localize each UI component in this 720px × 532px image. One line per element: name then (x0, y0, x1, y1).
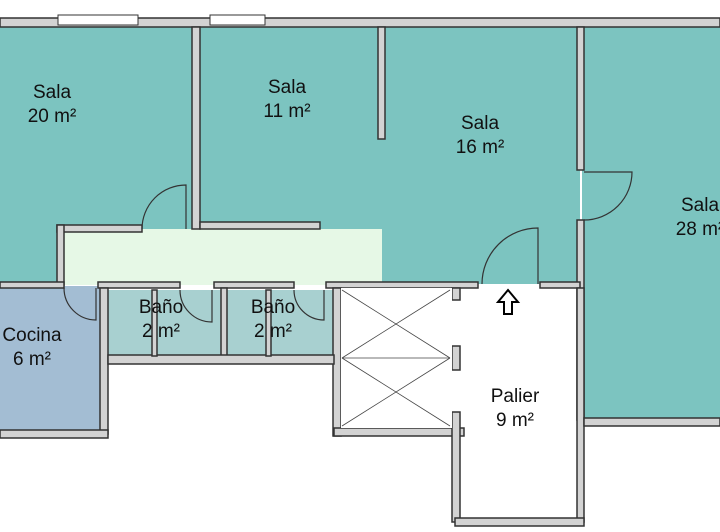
room-area: 28 m² (676, 219, 720, 240)
room-area: 16 m² (456, 137, 505, 158)
room-area: 2 m² (142, 321, 180, 342)
room-name: Baño (251, 297, 295, 318)
room-area: 20 m² (28, 106, 77, 127)
room-name: Sala (461, 113, 499, 134)
room-name: Cocina (2, 325, 62, 346)
doors (63, 171, 633, 323)
walls (0, 14, 720, 527)
room-area: 2 m² (254, 321, 292, 342)
room-sala-11 (198, 26, 384, 230)
room-name: Sala (681, 195, 719, 216)
room-sala-28 (582, 26, 720, 422)
room-cocina (0, 286, 106, 432)
room-palier (455, 288, 579, 520)
room-name: Sala (268, 77, 306, 98)
room-area: 11 m² (263, 101, 310, 122)
room-name: Baño (139, 297, 183, 318)
elevator-shaft-icon (341, 288, 452, 428)
hallway (64, 229, 382, 285)
room-sala-16 (382, 26, 580, 284)
room-bano-2 (227, 290, 334, 356)
room-area: 6 m² (13, 349, 51, 370)
room-name: Palier (491, 386, 540, 407)
arrow-up-icon (495, 288, 521, 315)
room-name: Sala (33, 82, 71, 103)
room-bano-1 (108, 290, 222, 356)
room-area: 9 m² (496, 410, 534, 431)
